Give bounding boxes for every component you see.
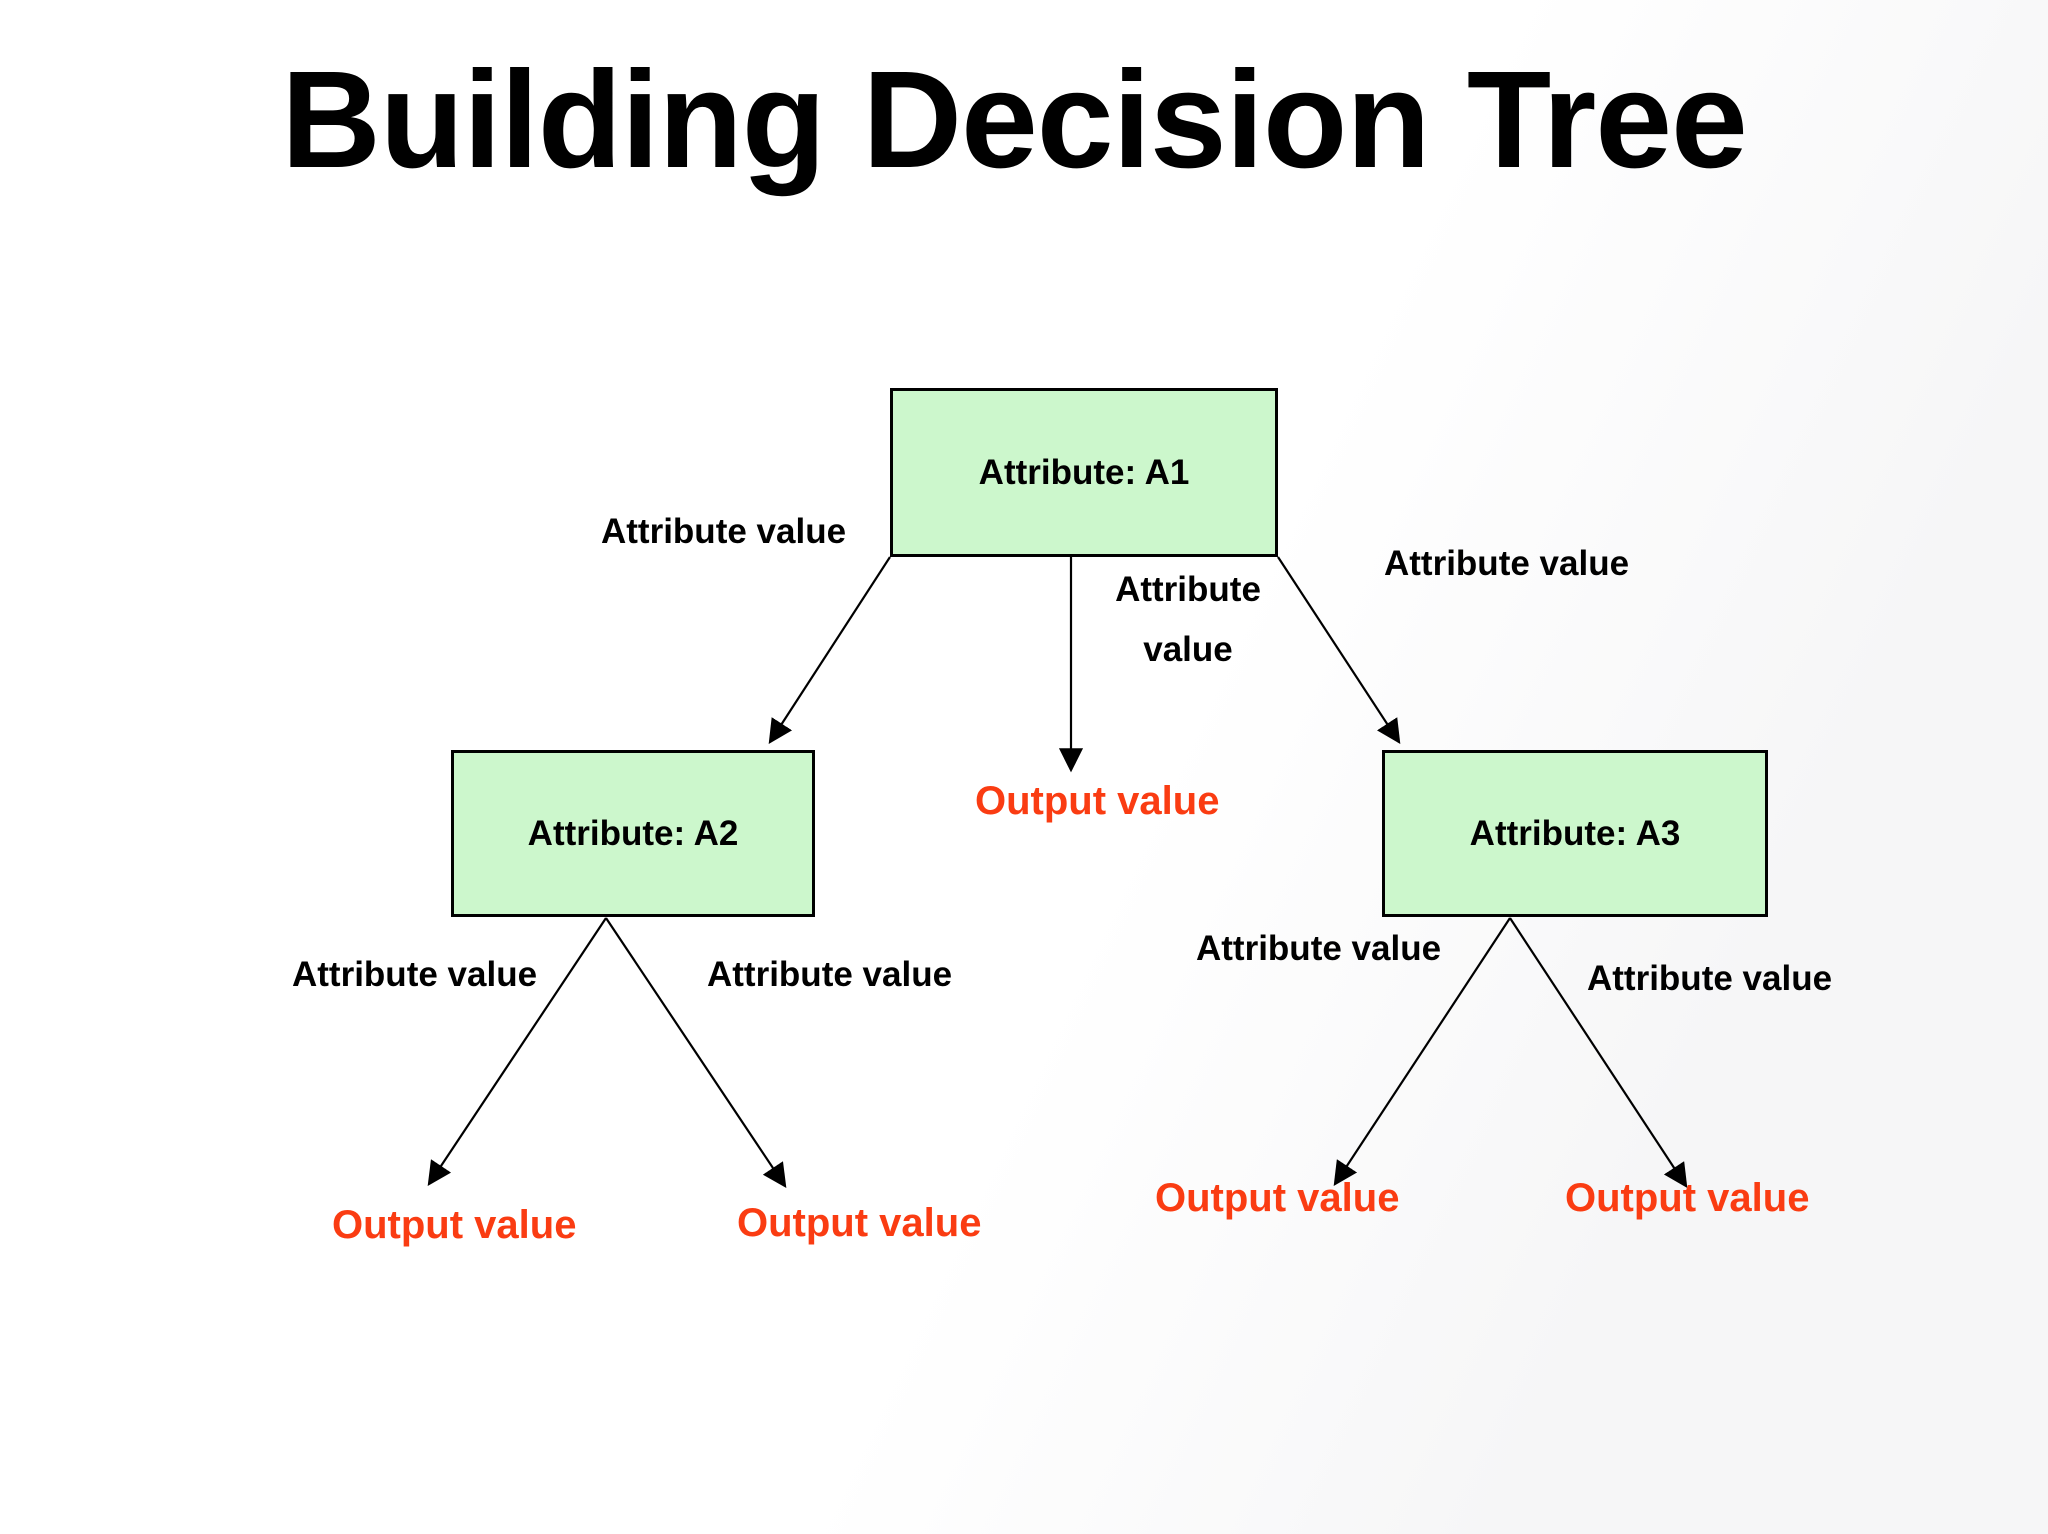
edge-label-a1-middle: Attribute value <box>1038 560 1338 680</box>
edge-label-a1-right: Attribute value <box>1384 544 1630 583</box>
slide-title: Building Decision Tree <box>281 43 1748 197</box>
edge-label-a1-middle-line1: Attribute <box>1115 570 1261 609</box>
leaf-output-a3-right: Output value <box>1565 1176 1810 1220</box>
node-attribute-a3-label: Attribute: A3 <box>1469 813 1681 853</box>
node-attribute-a1-label: Attribute: A1 <box>978 452 1190 492</box>
edge-label-a3-right: Attribute value <box>1587 959 1833 998</box>
leaf-output-a2-left: Output value <box>332 1203 577 1247</box>
edge-label-a2-right: Attribute value <box>707 955 953 994</box>
edge-label-a1-middle-line2: value <box>1143 630 1233 669</box>
edge-a1-to-a2-arrow <box>768 556 891 745</box>
node-attribute-a3: Attribute: A3 <box>1382 750 1768 917</box>
leaf-output-a2-right: Output value <box>737 1201 982 1245</box>
edge-label-a1-left: Attribute value <box>601 512 847 551</box>
node-attribute-a2: Attribute: A2 <box>451 750 815 917</box>
edge-label-a3-left: Attribute value <box>1196 929 1442 968</box>
node-attribute-a2-label: Attribute: A2 <box>527 813 739 853</box>
edge-label-a2-left: Attribute value <box>292 955 538 994</box>
leaf-output-a3-left: Output value <box>1155 1176 1400 1220</box>
node-attribute-a1: Attribute: A1 <box>890 388 1278 557</box>
leaf-output-a1-middle: Output value <box>975 779 1220 823</box>
